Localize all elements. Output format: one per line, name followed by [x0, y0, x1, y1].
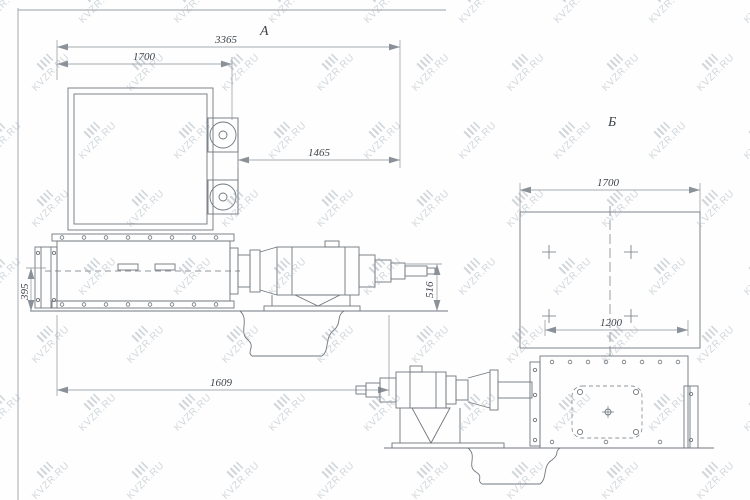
view-b-plan	[519, 206, 701, 356]
sheet-frame	[17, 8, 446, 500]
view-b-label: Б	[607, 115, 616, 130]
view-a-dimensions	[26, 40, 442, 396]
dim-3365-label: 3365	[214, 34, 238, 46]
view-b-dimensions	[519, 183, 701, 336]
dim-1465-label: 1465	[308, 147, 331, 159]
dim-395-label: 395	[19, 283, 31, 301]
dim-516-label: 516	[424, 281, 436, 298]
view-a-drive	[229, 240, 436, 312]
dim-1700b-label: 1700	[597, 177, 620, 189]
dim-1200-label: 1200	[600, 317, 623, 329]
view-b-front	[355, 355, 714, 485]
view-a-label: А	[259, 24, 269, 39]
view-a-plan	[67, 87, 239, 231]
view-a-front	[30, 233, 448, 357]
dim-1609-label: 1609	[210, 377, 233, 389]
dim-1700a-label: 1700	[133, 51, 156, 63]
